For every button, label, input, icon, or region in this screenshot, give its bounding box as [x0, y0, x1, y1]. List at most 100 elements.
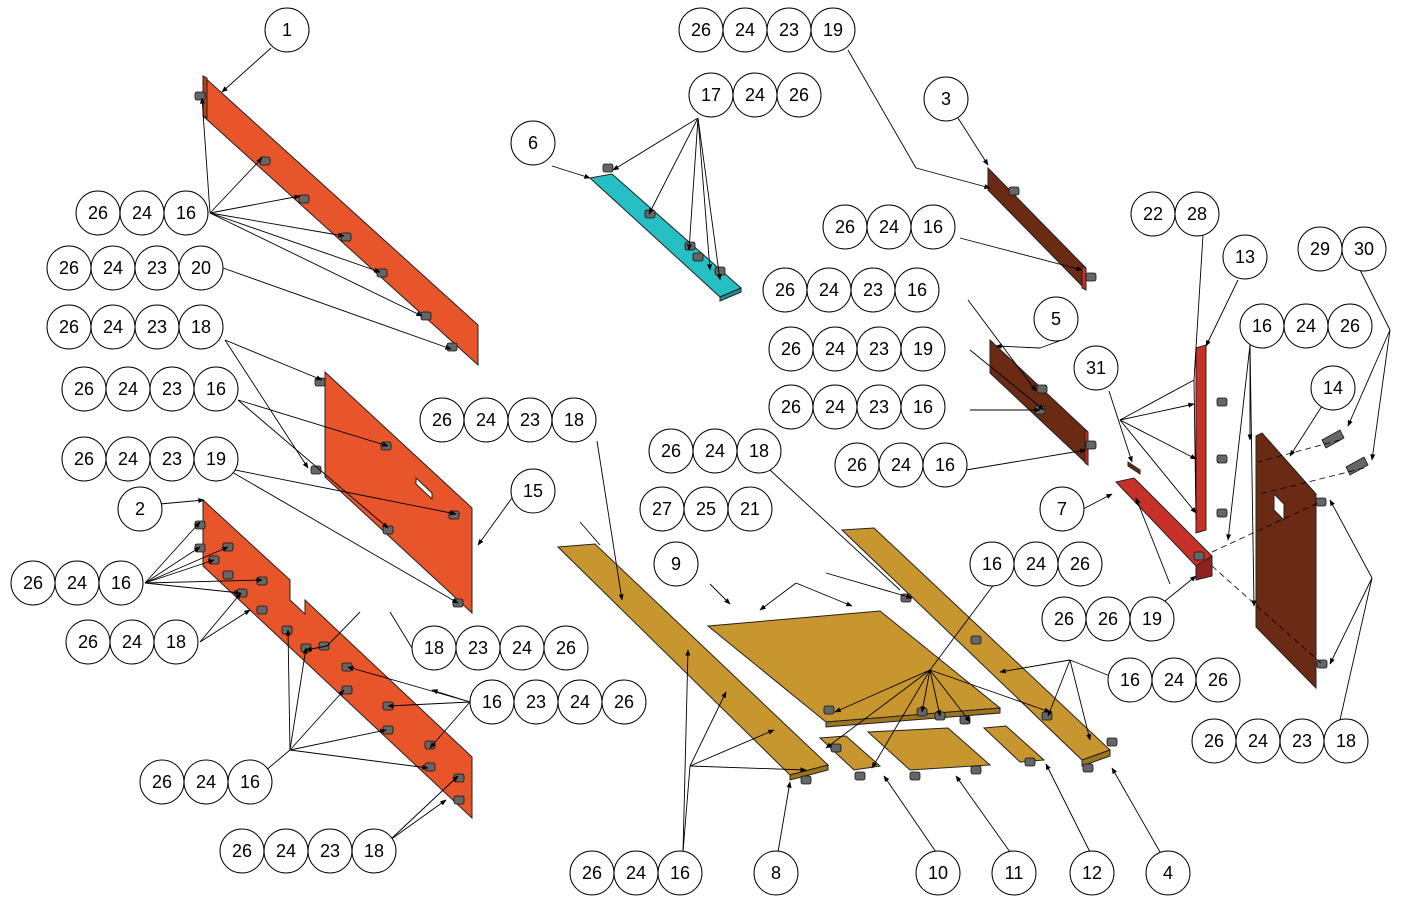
part-31-small-pad — [1127, 461, 1141, 475]
callout-label: 26 — [614, 692, 634, 712]
callout-label: 2 — [135, 499, 145, 519]
callout-circle — [1327, 303, 1373, 349]
leader-line — [1082, 493, 1113, 510]
callout-label: 24 — [626, 863, 646, 883]
leader-line — [1111, 767, 1161, 853]
callout-circle — [1341, 226, 1387, 272]
callout-c-31: 31 — [1073, 345, 1119, 391]
part-3-brown-bar — [987, 166, 1087, 292]
bolt — [222, 570, 234, 580]
callout-label: 18 — [1336, 731, 1356, 751]
bolt — [909, 771, 921, 781]
callout-circle — [910, 204, 956, 250]
leader-line — [1193, 379, 1197, 521]
callout-label: 5 — [1051, 309, 1061, 329]
leader-line — [209, 157, 263, 214]
leader-line — [1069, 659, 1111, 677]
leader-line — [199, 609, 251, 643]
callout-circle — [351, 828, 397, 874]
bolt — [380, 441, 392, 451]
callout-c-3: 3 — [923, 76, 969, 122]
callout-label: 24 — [103, 317, 123, 337]
bolt — [1024, 757, 1036, 767]
callout-label: 28 — [1187, 204, 1207, 224]
callout-label: 26 — [59, 258, 79, 278]
leader-line — [686, 117, 699, 251]
callout-label: 13 — [1235, 247, 1255, 267]
callout-c-9: 9 — [653, 541, 699, 587]
callout-label: 26 — [691, 20, 711, 40]
bolt — [1315, 497, 1327, 507]
part-2-orange-notched-bar — [202, 498, 473, 820]
leader-line — [1119, 419, 1197, 460]
leader-line — [144, 546, 229, 584]
leader-line — [769, 469, 901, 591]
callout-c-7: 7 — [1039, 486, 1085, 532]
callout-label: 23 — [520, 410, 540, 430]
callout-label: 23 — [320, 841, 340, 861]
leader-line — [1329, 577, 1373, 665]
callout-circle — [193, 366, 239, 412]
leader-line — [648, 117, 699, 215]
callout-label: 23 — [468, 638, 488, 658]
callout-label: 26 — [1340, 316, 1360, 336]
callout-label: 24 — [512, 638, 532, 658]
callout-label: 25 — [696, 499, 716, 519]
bolt — [424, 762, 436, 772]
leader-line — [1119, 419, 1197, 514]
callout-circle — [1033, 296, 1079, 342]
bolt — [1041, 711, 1053, 721]
leader-line — [596, 440, 624, 601]
leader-line — [825, 669, 931, 749]
leader-line — [1289, 405, 1323, 457]
callout-circle — [117, 486, 163, 532]
leader-line — [144, 546, 201, 584]
leader-line — [1339, 577, 1373, 721]
callout-label: 12 — [1082, 863, 1102, 883]
leader-line — [995, 343, 1041, 349]
callout-circle — [227, 759, 273, 805]
callout-circle — [153, 619, 199, 665]
leader-line — [847, 49, 917, 169]
callout-label: 19 — [823, 20, 843, 40]
leader-line — [1164, 575, 1197, 602]
callout-circle — [178, 245, 224, 291]
leader-line — [477, 490, 518, 546]
leader-line — [969, 349, 1045, 411]
callout-c-6: 6 — [510, 120, 556, 166]
leader-line — [551, 165, 591, 179]
leader-line — [237, 399, 389, 447]
alignment-line — [1259, 467, 1365, 495]
leader-line — [209, 194, 301, 214]
callout-circle — [900, 326, 946, 372]
alignment-line — [1211, 565, 1323, 665]
callout-label: 21 — [740, 499, 760, 519]
leader-line — [305, 645, 328, 652]
part-15-orange-plate — [324, 370, 473, 615]
callout-label: 26 — [582, 863, 602, 883]
callout-circle — [510, 468, 556, 514]
callout-label: 23 — [526, 692, 546, 712]
callout-label: 24 — [1248, 731, 1268, 751]
callout-circle — [922, 442, 968, 488]
callout-label: 9 — [671, 554, 681, 574]
callout-label: 23 — [147, 317, 167, 337]
leader-line — [579, 521, 601, 546]
leader-line — [224, 339, 309, 469]
callout-label: 24 — [879, 217, 899, 237]
leader-line — [209, 212, 423, 317]
callout-label: 24 — [735, 20, 755, 40]
leader-line — [429, 701, 471, 749]
leader-line — [1108, 390, 1133, 463]
callout-label: 14 — [1323, 378, 1343, 398]
